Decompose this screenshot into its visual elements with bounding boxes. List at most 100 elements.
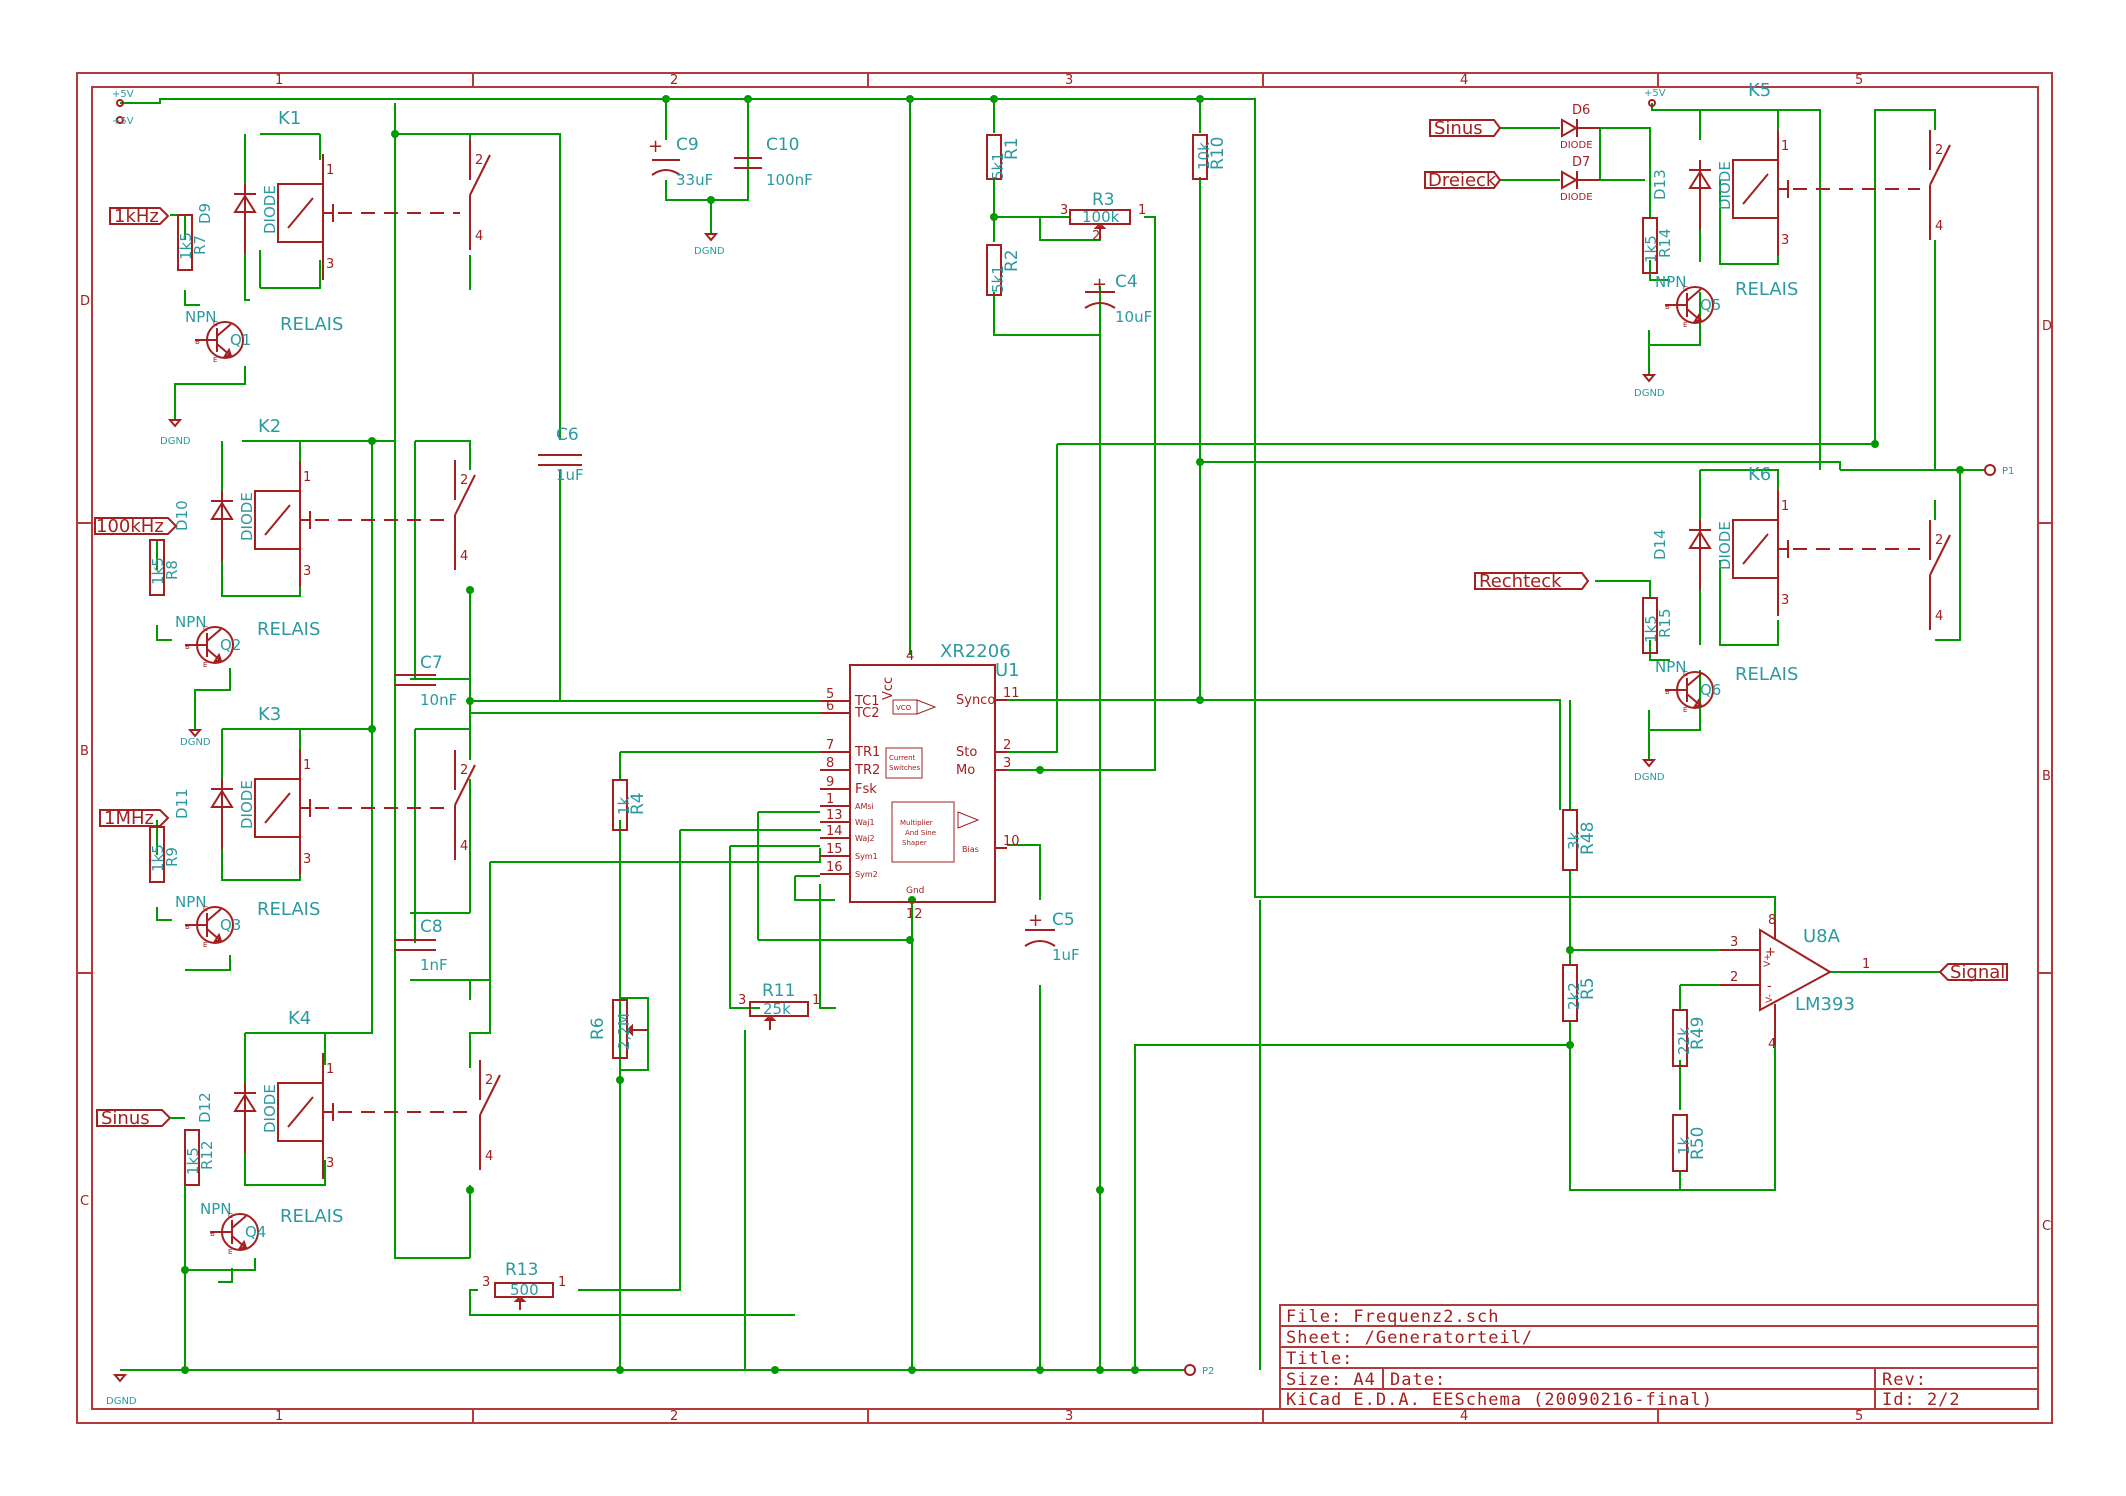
u1-pin-name: TC1: [854, 694, 880, 709]
u1-pin-num: 9: [826, 775, 834, 790]
svg-text:+: +: [1765, 945, 1776, 960]
relay-res-value: 1k5: [177, 232, 195, 260]
capacitor-c10: C10 100nF: [734, 135, 813, 189]
zone-top-2: 2: [670, 73, 678, 88]
capacitor-c7: C7 10nF: [394, 653, 457, 709]
svg-text:500: 500: [510, 1281, 539, 1299]
outer-frame: [76, 72, 2053, 1424]
svg-text:1MHz: 1MHz: [104, 808, 154, 829]
relay-transistor-c: C: [213, 320, 218, 328]
relay-contact-pin4: 4: [1935, 219, 1943, 234]
relay-contact-pin4: 4: [460, 839, 468, 854]
relay-contact-pin2: 2: [460, 473, 468, 488]
svg-text:1: 1: [1138, 203, 1146, 218]
svg-text:5k1: 5k1: [989, 265, 1007, 293]
svg-text:R5: R5: [1578, 977, 1598, 1000]
u1-pin-num: 14: [826, 824, 843, 839]
svg-text:R6: R6: [588, 1017, 608, 1040]
u1-pin-num: 11: [1003, 686, 1020, 701]
relay-res-ref: R12: [198, 1140, 216, 1170]
svg-text:10k: 10k: [1195, 142, 1213, 170]
svg-text:LM393: LM393: [1795, 994, 1855, 1015]
svg-text:XR2206: XR2206: [940, 641, 1011, 662]
svg-text:Gnd: Gnd: [906, 886, 924, 896]
svg-text:+: +: [1092, 274, 1107, 295]
relay-transistor-type: NPN: [1655, 273, 1687, 291]
svg-text:1k: 1k: [1675, 1136, 1693, 1155]
relay-diode-value: DIODE: [1716, 521, 1734, 570]
relay-transistor-c: C: [203, 625, 208, 633]
relay-res-ref: R7: [191, 235, 209, 255]
svg-text:D7: D7: [1572, 155, 1590, 170]
zone-right-d: D: [2042, 319, 2052, 334]
relay-ref: K2: [258, 416, 281, 437]
junction-dots: [181, 95, 1964, 1374]
relay-transistor-type: NPN: [175, 613, 207, 631]
relay-res-ref: R9: [163, 847, 181, 867]
svg-text:22k: 22k: [1675, 1027, 1693, 1055]
relay-contact-pin4: 4: [1935, 609, 1943, 624]
svg-text:C7: C7: [420, 653, 443, 673]
u1-pin-name: Mo: [956, 763, 975, 778]
relay-transistor-e: E: [1683, 706, 1687, 714]
svg-text:P1: P1: [2002, 466, 2014, 477]
svg-text:33uF: 33uF: [676, 171, 713, 189]
svg-text:Shaper: Shaper: [902, 839, 927, 847]
relay-transistor-c: C: [1683, 670, 1688, 678]
diode-d7: D7 DIODE: [1560, 155, 1600, 203]
svg-text:1: 1: [558, 1275, 566, 1290]
svg-text:C5: C5: [1052, 910, 1075, 930]
svg-text:DGND: DGND: [160, 436, 191, 447]
svg-text:P2: P2: [1202, 1366, 1214, 1377]
tb-rev: Rev:: [1882, 1370, 1927, 1390]
title-block: File: Frequenz2.sch Sheet: /Generatortei…: [1279, 1304, 2039, 1410]
relay-k6: [1642, 490, 1951, 709]
relay-transistor-e: E: [203, 941, 207, 949]
zone-bottom-5: 5: [1855, 1409, 1863, 1424]
svg-text:2k2: 2k2: [1565, 982, 1583, 1010]
resistor-r6: 2,2M R6: [588, 999, 648, 1059]
zone-top-1: 1: [275, 73, 283, 88]
svg-text:VCO: VCO: [896, 704, 912, 712]
svg-text:3k: 3k: [1565, 831, 1583, 850]
relay-transistor-ref: Q1: [230, 331, 251, 349]
relay-contact-pin4: 4: [475, 229, 483, 244]
power-5v-left: +5V +5V: [112, 89, 134, 127]
u1-pin-num: 1: [826, 792, 834, 807]
label-dreieck: Dreieck: [1424, 170, 1502, 191]
svg-text:1uF: 1uF: [1052, 946, 1080, 964]
svg-text:C10: C10: [766, 135, 800, 155]
svg-text:V+: V+: [1763, 953, 1773, 967]
relay-diode-ref: D10: [173, 500, 191, 531]
power-5v-right: +5V: [1644, 88, 1666, 107]
svg-text:Sinus: Sinus: [101, 1108, 150, 1129]
u1-pin-num: 13: [826, 808, 843, 823]
relay-transistor-c: C: [1683, 285, 1688, 293]
relay-pin1: 1: [1781, 139, 1789, 154]
resistor-r48: 3k R48: [1562, 809, 1598, 871]
relay-type: RELAIS: [257, 899, 320, 920]
relay-res-value: 1k5: [1642, 235, 1660, 263]
svg-text:DGND: DGND: [106, 1396, 137, 1407]
svg-text:+5V: +5V: [112, 116, 134, 127]
resistor-r50: 1k R50: [1672, 1114, 1708, 1172]
connector-p2: P2: [1184, 1364, 1214, 1377]
capacitor-c8: C8 1nF: [394, 917, 448, 974]
resistor-r2: 5k1 R2: [986, 244, 1022, 296]
resistor-r10: 10k R10: [1192, 134, 1228, 180]
relay-k1: [177, 140, 491, 359]
label-100khz: 100kHz: [94, 516, 178, 537]
u1-pin-num: 8: [826, 756, 834, 771]
relay-diode-value: DIODE: [261, 185, 279, 234]
label-sinus-right: Sinus: [1429, 118, 1502, 139]
svg-text:Multiplier: Multiplier: [900, 819, 933, 827]
relay-transistor-e: E: [213, 356, 217, 364]
relay-transistor-b: B: [1665, 688, 1670, 696]
label-sinus-left: Sinus: [96, 1108, 185, 1129]
u1-pin-num: 16: [826, 860, 843, 875]
svg-text:DIODE: DIODE: [1560, 192, 1593, 203]
zone-right-c: C: [2042, 1219, 2051, 1234]
svg-text:R10: R10: [1208, 137, 1228, 170]
resistor-r4: 1k R4: [612, 779, 648, 831]
